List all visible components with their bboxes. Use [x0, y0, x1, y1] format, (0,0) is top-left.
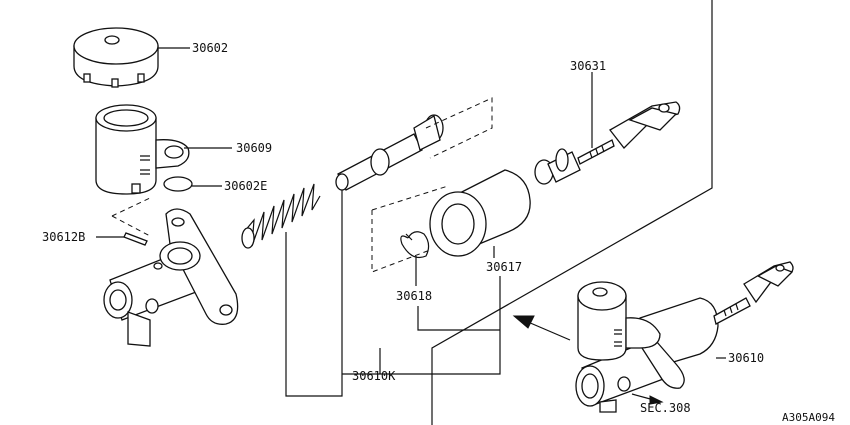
cylinder-body-part: [103, 208, 239, 347]
assembly-dashed-line: [111, 197, 151, 237]
reservoir-cap-part: [73, 27, 159, 88]
sec-arrowhead: [649, 395, 664, 405]
seal-dashed-box: [371, 185, 449, 273]
piston-seal-part: [429, 169, 531, 257]
reservoir-tank-part: [95, 104, 190, 195]
figure-code: A305A094: [782, 411, 835, 424]
snap-ring-part: [400, 231, 430, 259]
piston-dashed-box: [425, 97, 493, 159]
seal-ring-part: [163, 176, 193, 192]
label-30610k: 30610K: [352, 369, 396, 383]
leader-30610k: [285, 190, 501, 397]
push-rod-part: [534, 101, 681, 185]
label-sec308: SEC.308: [640, 401, 691, 415]
direction-arrow: [512, 315, 571, 341]
label-30602e: 30602E: [224, 179, 267, 193]
label-30612b: 30612B: [42, 230, 85, 244]
spring-part: [241, 183, 321, 249]
label-30609: 30609: [236, 141, 272, 155]
label-30618: 30618: [396, 289, 432, 303]
label-30631: 30631: [570, 59, 606, 73]
assembled-cylinder-part: [575, 261, 794, 413]
label-30610: 30610: [728, 351, 764, 365]
label-30617: 30617: [486, 260, 522, 274]
label-30602: 30602: [192, 41, 228, 55]
pin-part: [123, 232, 148, 246]
piston-part: [335, 114, 444, 191]
section-divider-line: [431, 0, 713, 425]
